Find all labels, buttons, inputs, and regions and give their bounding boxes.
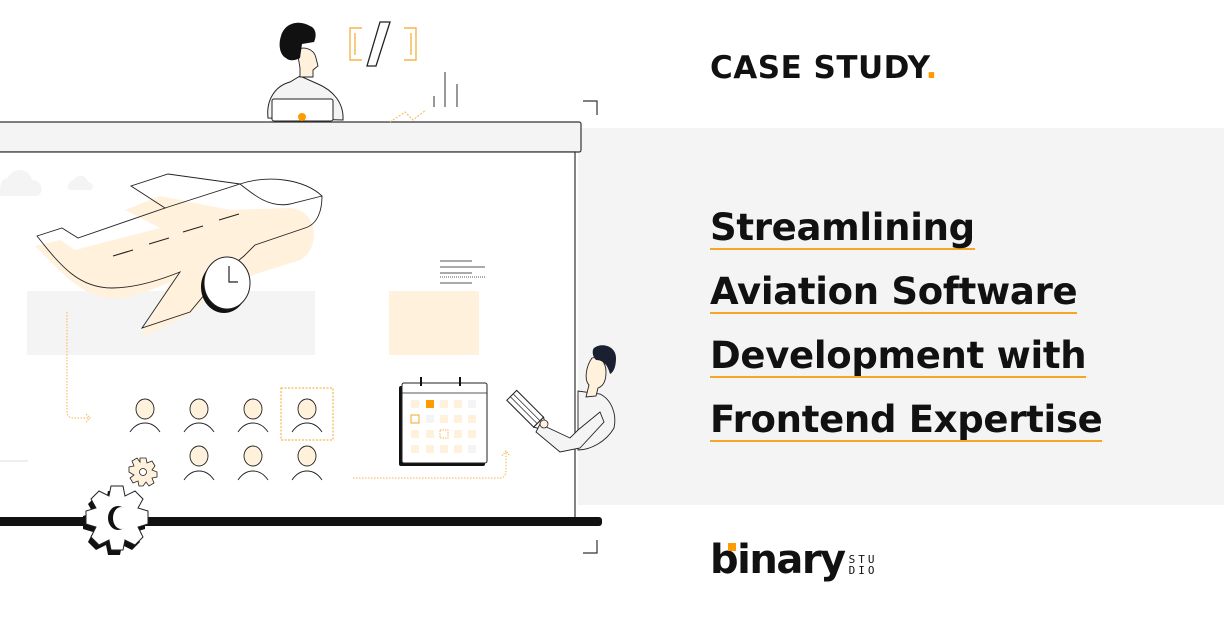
corner-mark-icon — [583, 100, 598, 115]
hero-illustration — [0, 21, 616, 555]
logo-studio-top: STU — [848, 553, 878, 566]
case-study-text: CASE STUDY — [710, 50, 926, 86]
case-study-label: CASE STUDY. — [710, 50, 938, 86]
title-line-text: Frontend Expertise — [710, 398, 1103, 442]
code-brackets-icon — [349, 27, 417, 61]
board-top-bar — [0, 121, 582, 153]
page-title: Streamlining Aviation Software Developme… — [710, 196, 1103, 452]
board-base — [0, 517, 602, 526]
logo-studio-bottom: DIO — [848, 564, 878, 577]
logo-studio: STU DIO — [849, 554, 878, 580]
flow-arrow — [66, 312, 90, 419]
slash-icon — [366, 21, 391, 67]
gear-icon — [128, 457, 158, 487]
binary-studio-logo: binary STU DIO — [710, 540, 878, 580]
accent-dot: . — [925, 50, 938, 86]
chart-icon — [389, 72, 458, 123]
title-line-1: Streamlining — [710, 196, 1102, 260]
corner-mark-icon — [583, 540, 598, 554]
clock-icon — [201, 256, 251, 313]
person-with-laptop-icon — [267, 22, 344, 122]
title-line-text: Aviation Software — [710, 270, 1078, 314]
title-line-2: Aviation Software — [710, 260, 1102, 324]
background-panel — [578, 128, 1224, 505]
cloud-icon — [0, 169, 93, 196]
title-line-text: Streamlining — [710, 206, 975, 250]
gear-icon — [83, 485, 149, 555]
airplane-icon — [35, 173, 323, 338]
person-presenting-icon — [535, 345, 616, 453]
title-line-text: Development with — [710, 334, 1087, 378]
title-line-3: Development with — [710, 324, 1102, 388]
logo-square-icon — [728, 543, 736, 551]
logo-wordmark: binary — [710, 540, 846, 580]
calendar-icon — [399, 377, 488, 466]
title-line-4: Frontend Expertise — [710, 388, 1103, 452]
text-lines-icon — [440, 260, 485, 284]
team-avatars-icon — [129, 387, 334, 481]
